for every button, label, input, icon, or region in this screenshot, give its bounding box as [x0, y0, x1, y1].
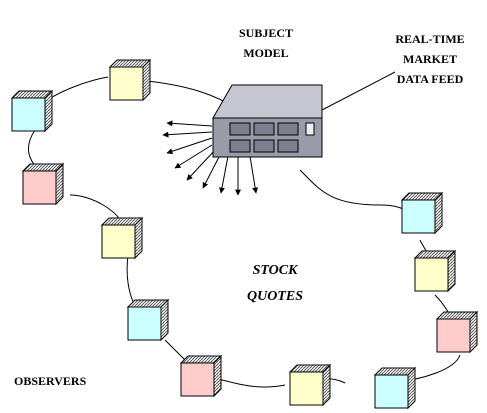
cube-icon: [10, 89, 54, 133]
stock-quotes-label: STOCK QUOTES: [246, 263, 303, 304]
cube-icon: [413, 249, 457, 293]
cube-icon: [21, 162, 65, 206]
quote-arrows: [162, 120, 259, 196]
observers-label: OBSERVERS: [14, 374, 87, 388]
server-icon: [212, 84, 323, 158]
observers-group: [10, 58, 479, 410]
cube-icon: [100, 216, 144, 260]
cube-icon: [108, 58, 152, 102]
cube-icon: [373, 366, 417, 410]
subject-model-label: SUBJECT MODEL: [238, 26, 294, 60]
cube-icon: [400, 191, 444, 235]
cube-icon: [179, 354, 223, 398]
cube-icon: [435, 310, 479, 354]
market-feed-line: [321, 71, 396, 111]
market-feed-label: REAL-TIME MARKET DATA FEED: [395, 32, 465, 86]
cube-icon: [288, 363, 332, 407]
cube-icon: [126, 298, 170, 342]
